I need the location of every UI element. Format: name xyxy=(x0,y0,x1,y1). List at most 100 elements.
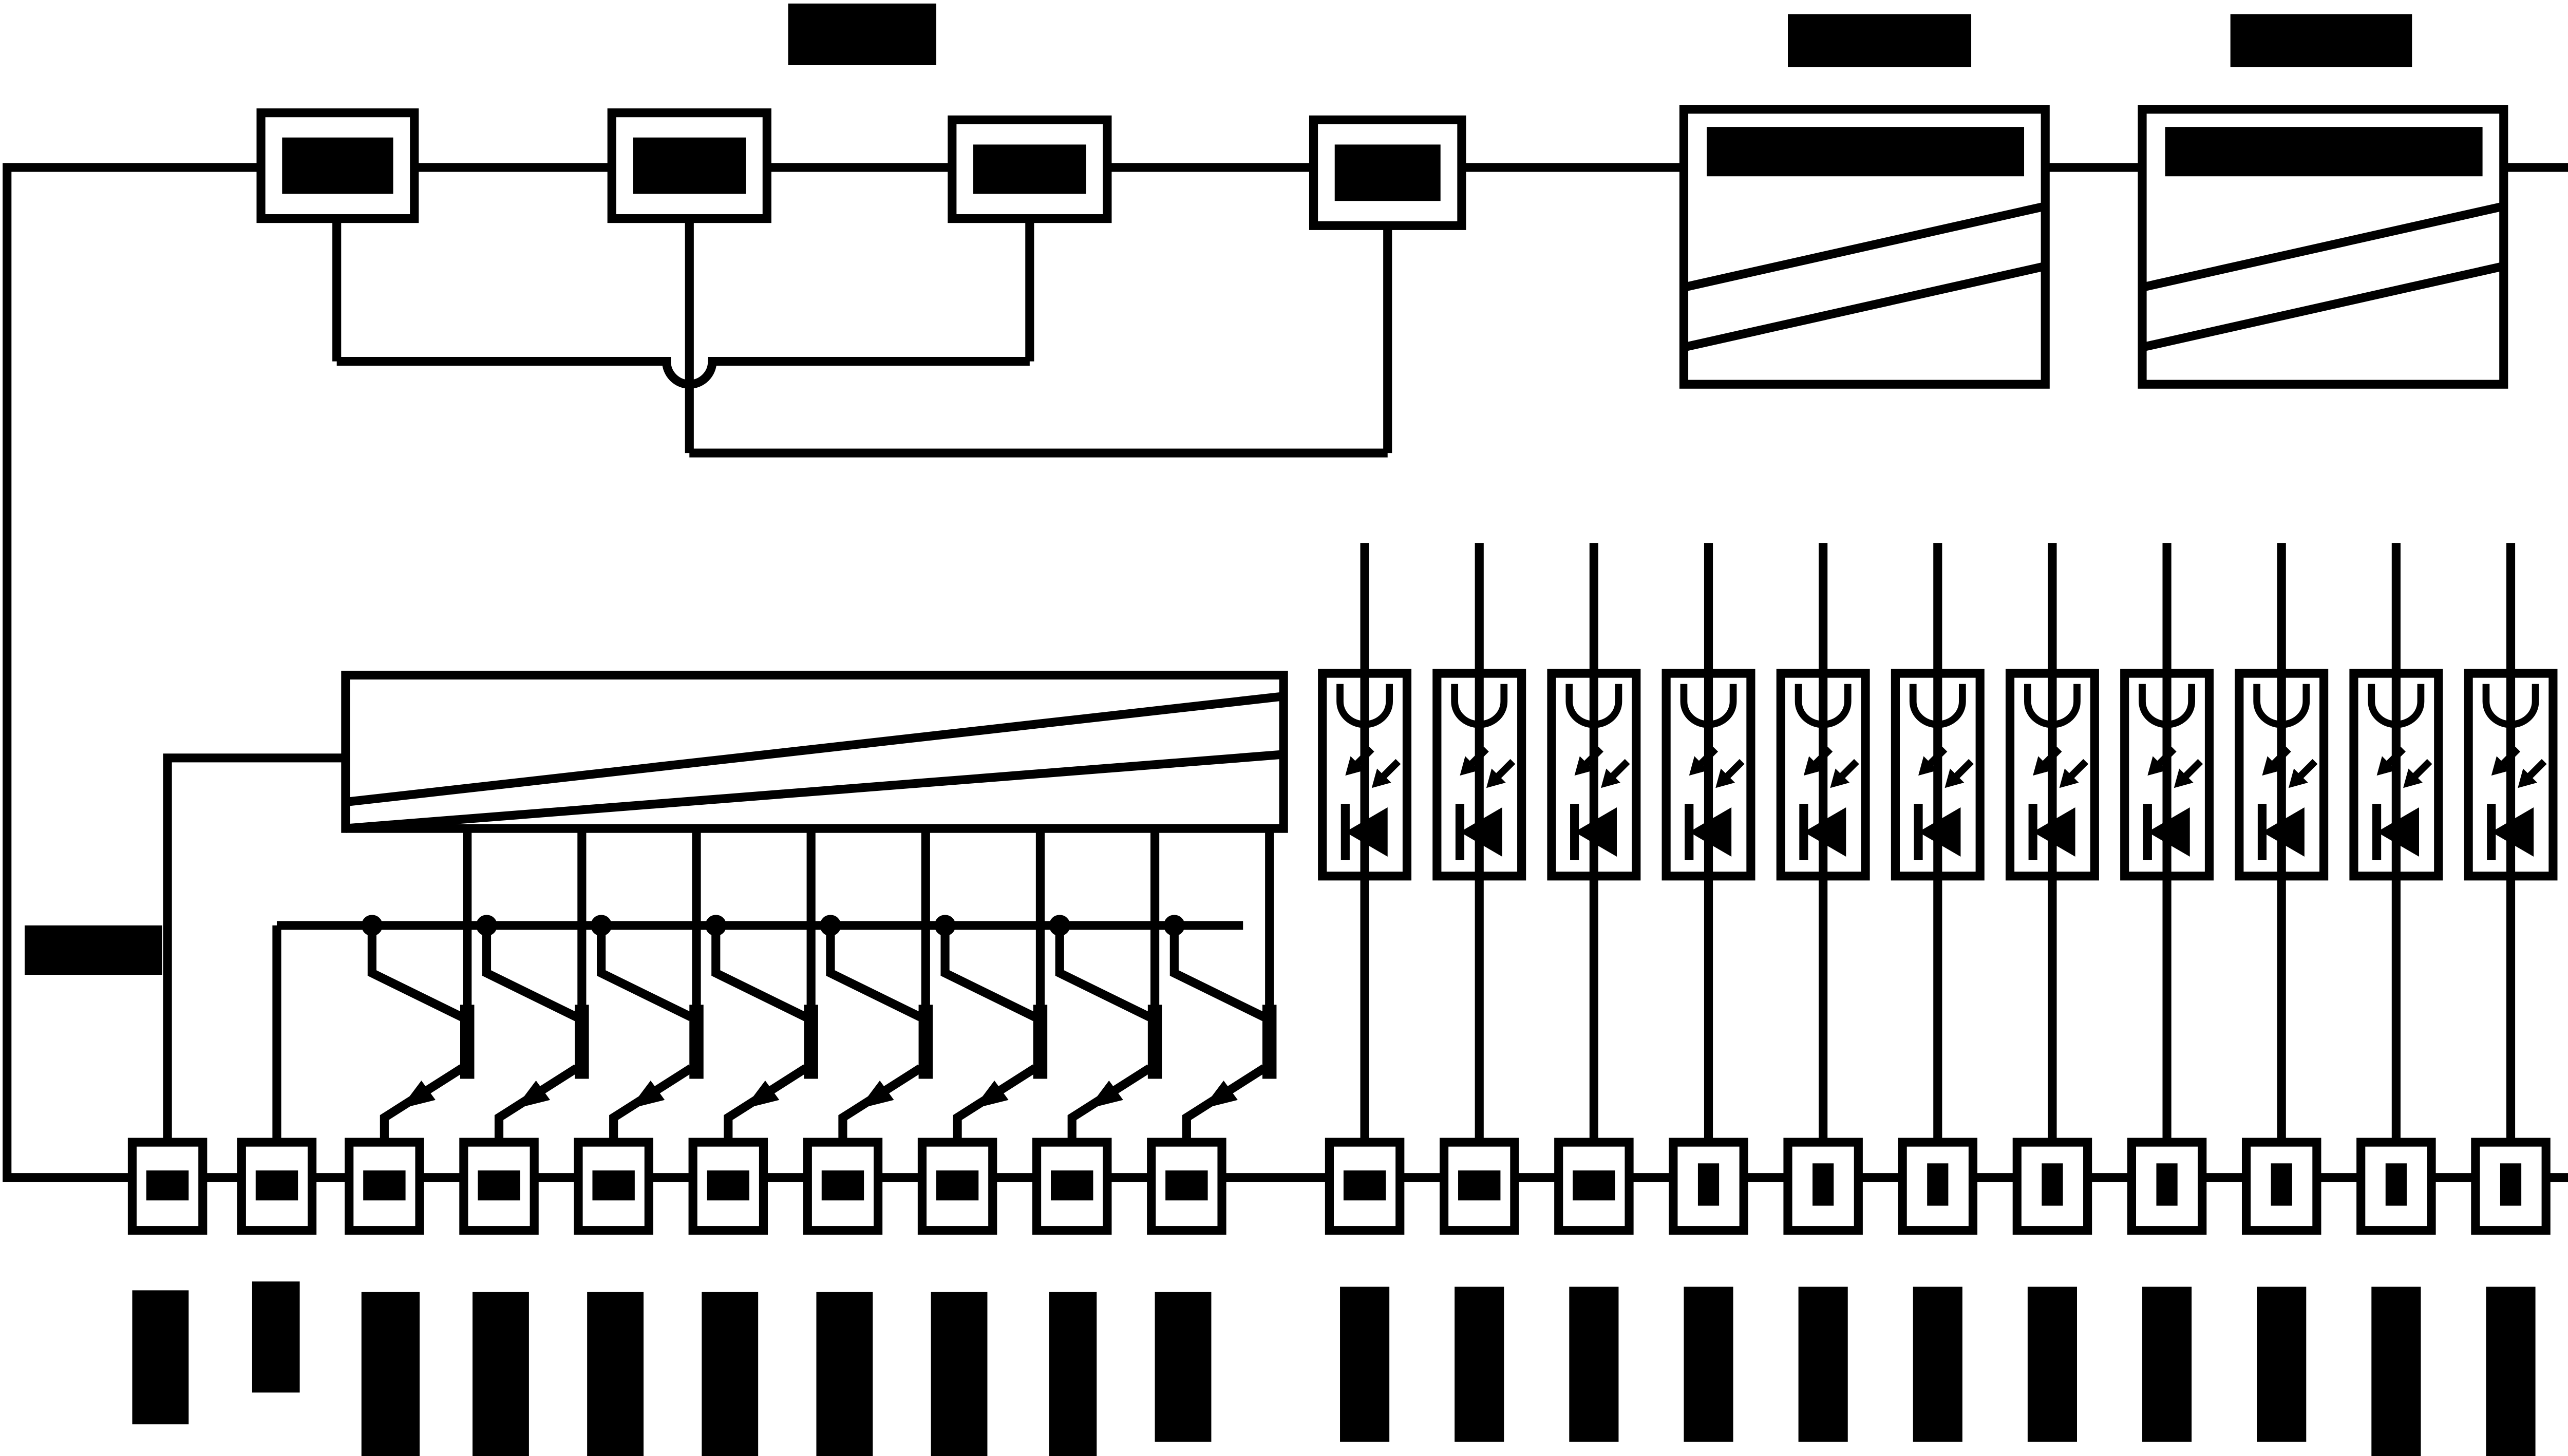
emitter-wire xyxy=(494,1064,579,1143)
light-arrow-head xyxy=(1715,768,1735,788)
diode-triangle xyxy=(2376,807,2419,857)
phototransistor-cup xyxy=(2368,684,2425,728)
diode-triangle xyxy=(2491,807,2534,857)
collector-wire xyxy=(1055,925,1152,1022)
junction-dot xyxy=(591,915,612,936)
phototransistor-cup xyxy=(1795,684,1852,728)
collector-wire xyxy=(597,925,693,1022)
redacted-pin-number xyxy=(2500,1163,2522,1206)
emitter-arrow xyxy=(629,1080,665,1109)
driver-block-diagonal xyxy=(1683,261,2047,352)
light-arrow-head xyxy=(1486,768,1506,788)
light-arrow-head xyxy=(1345,756,1365,776)
phototransistor-cup xyxy=(1336,684,1393,728)
redacted-pin-number xyxy=(821,1170,864,1201)
redacted-pin-name xyxy=(2371,1287,2421,1456)
redacted-pin-name xyxy=(1340,1287,1390,1442)
collector-wire xyxy=(826,925,922,1022)
light-arrow-head xyxy=(1803,756,1823,776)
diode-triangle xyxy=(1574,807,1617,857)
light-arrow-head xyxy=(2491,756,2511,776)
redacted-pin-label xyxy=(973,144,1086,194)
redacted-pin-number xyxy=(1458,1170,1501,1201)
redacted-pin-name xyxy=(1798,1287,1848,1442)
redacted-pin-name xyxy=(2257,1287,2307,1442)
emitter-wire xyxy=(609,1064,694,1143)
redacted-pin-label xyxy=(1334,144,1441,201)
light-arrow-head xyxy=(1944,768,1965,788)
redacted-pin-name xyxy=(2486,1287,2536,1456)
collector-wire xyxy=(940,925,1037,1022)
redacted-pin-label xyxy=(633,137,746,194)
collector-wire xyxy=(711,925,808,1022)
driver-block-diagonal xyxy=(2141,202,2505,292)
redacted-pin-number xyxy=(592,1170,635,1201)
light-arrow-head xyxy=(2262,756,2282,776)
redacted-title xyxy=(1788,14,1972,67)
phototransistor-cup xyxy=(2482,684,2539,728)
diode-triangle xyxy=(1689,807,1732,857)
phototransistor-cup xyxy=(2253,684,2310,728)
emitter-arrow xyxy=(858,1080,894,1109)
redacted-pin-number xyxy=(2385,1163,2407,1206)
driver-block-diagonal xyxy=(1683,202,2047,292)
redacted-pin-name xyxy=(702,1292,759,1456)
redacted-pin-name xyxy=(1684,1287,1733,1442)
light-arrow-head xyxy=(2174,768,2194,788)
redacted-pin-name xyxy=(1569,1287,1619,1442)
redacted-net-label xyxy=(25,925,162,975)
emitter-arrow xyxy=(1202,1080,1238,1109)
emitter-wire xyxy=(838,1064,923,1143)
input-wire xyxy=(163,753,346,1143)
redacted-pin-name xyxy=(473,1292,529,1456)
redacted-pin-number xyxy=(2271,1163,2292,1206)
diode-triangle xyxy=(2262,807,2305,857)
redacted-pin-name xyxy=(252,1281,300,1393)
redacted-pin-name xyxy=(1049,1292,1097,1456)
junction-dot xyxy=(1163,915,1185,936)
light-arrow-head xyxy=(1371,768,1391,788)
redacted-pin-name xyxy=(931,1292,988,1456)
light-arrow-head xyxy=(1689,756,1709,776)
light-arrow-head xyxy=(2518,768,2538,788)
emitter-arrow xyxy=(400,1080,436,1109)
redacted-block-label xyxy=(1707,127,2025,177)
phototransistor-cup xyxy=(1680,684,1737,728)
light-arrow-head xyxy=(1601,768,1620,788)
phototransistor-cup xyxy=(1565,684,1622,728)
redacted-pin-name xyxy=(1913,1287,1962,1442)
junction-dot xyxy=(1049,915,1070,936)
collector-wire xyxy=(482,925,579,1022)
emitter-arrow xyxy=(973,1080,1009,1109)
light-arrow-head xyxy=(2403,768,2423,788)
light-arrow-head xyxy=(2147,756,2167,776)
redacted-pin-number xyxy=(1927,1163,1949,1206)
redacted-title xyxy=(2230,14,2412,67)
redacted-pin-name xyxy=(2027,1287,2078,1442)
redacted-pin-name xyxy=(361,1292,420,1456)
redacted-pin-number xyxy=(1573,1170,1615,1201)
emitter-wire xyxy=(724,1064,808,1143)
redacted-pin-number xyxy=(363,1170,406,1201)
redacted-pin-name xyxy=(2142,1287,2192,1442)
light-arrow-head xyxy=(1460,756,1480,776)
redacted-pin-name xyxy=(1155,1292,1212,1442)
driver-block-diagonal xyxy=(2141,261,2505,352)
junction-dot xyxy=(705,915,727,936)
redacted-pin-number xyxy=(1812,1163,1834,1206)
redacted-pin-number xyxy=(1165,1170,1208,1201)
light-arrow-head xyxy=(2033,756,2052,776)
wire-with-hop xyxy=(336,357,1030,389)
redacted-pin-number xyxy=(707,1170,750,1201)
light-arrow-head xyxy=(2376,756,2396,776)
level-shifter-diagonal xyxy=(345,692,1285,807)
light-arrow-head xyxy=(1918,756,1938,776)
terminal-pin xyxy=(803,1138,883,1235)
light-arrow-head xyxy=(1574,756,1594,776)
emitter-wire xyxy=(1182,1064,1267,1143)
junction-dot xyxy=(934,915,956,936)
redacted-pin-number xyxy=(1697,1163,1720,1206)
phototransistor-cup xyxy=(2139,684,2196,728)
